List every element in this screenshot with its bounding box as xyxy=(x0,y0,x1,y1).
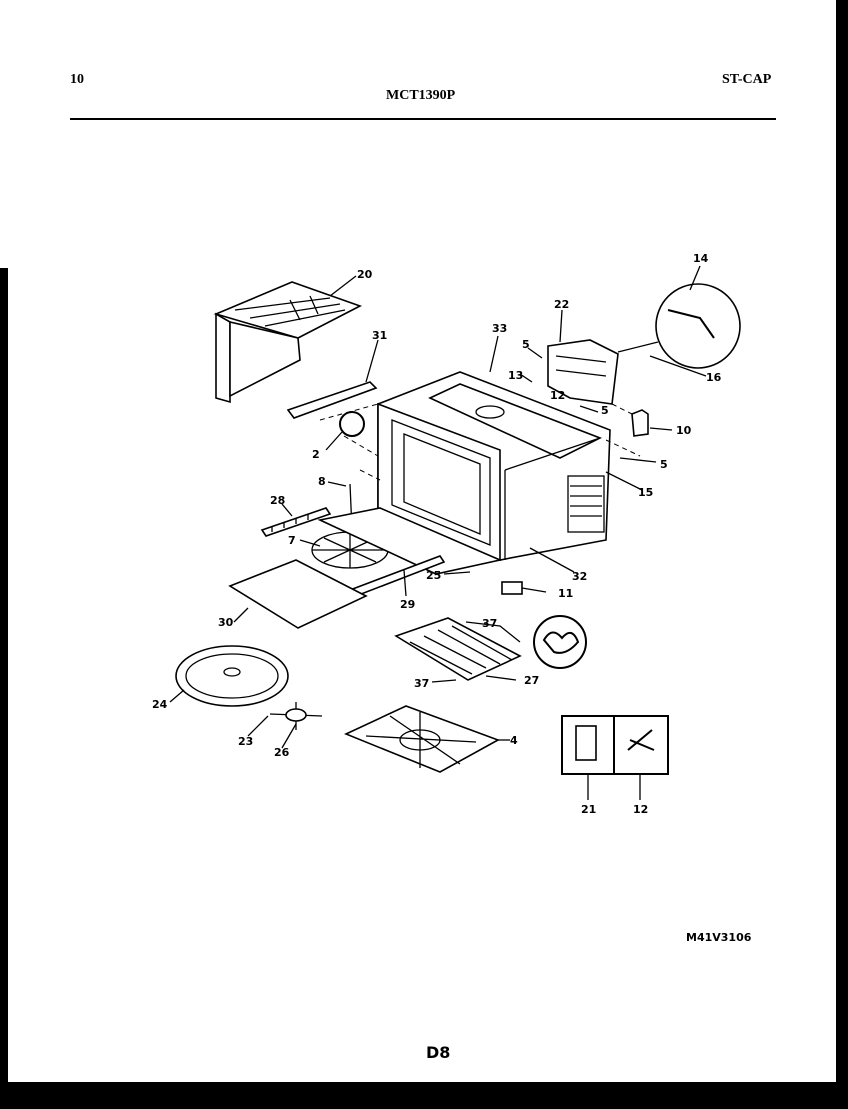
callout-7: 7 xyxy=(288,534,296,547)
callout-37a: 37 xyxy=(482,617,497,630)
callout-32: 32 xyxy=(572,570,587,583)
callout-12a: 12 xyxy=(550,389,565,402)
callout-8: 8 xyxy=(318,475,326,488)
part-outer-wrapper xyxy=(213,281,363,404)
callout-21: 21 xyxy=(581,803,596,816)
callout-22: 22 xyxy=(554,298,569,311)
callout-14: 14 xyxy=(693,252,709,265)
callout-31: 31 xyxy=(372,329,387,342)
callout-5c: 5 xyxy=(660,458,668,471)
callout-33: 33 xyxy=(492,322,507,335)
part-11-switch xyxy=(501,581,523,595)
part-30-tray xyxy=(228,559,368,629)
callout-12b: 12 xyxy=(633,803,648,816)
part-37-detail-circle xyxy=(533,615,587,669)
model-number: MCT1390P xyxy=(386,88,456,103)
callout-30: 30 xyxy=(218,616,234,629)
leader-lines xyxy=(169,265,707,800)
part-14-wire xyxy=(667,309,715,339)
part-4-tray xyxy=(343,705,500,773)
page-code: D8 xyxy=(426,1043,451,1062)
diagram-code: M41V3106 xyxy=(686,931,752,944)
header-rule xyxy=(70,118,776,120)
callout-4: 4 xyxy=(510,734,518,747)
callout-28a: 28 xyxy=(270,494,285,507)
callout-labels: 20 31 33 14 22 5 13 12 5 16 10 5 15 2 8 … xyxy=(152,252,722,816)
callout-16: 16 xyxy=(706,371,722,384)
callout-27: 27 xyxy=(524,674,539,687)
callout-29: 29 xyxy=(400,598,415,611)
page-number: 10 xyxy=(70,72,84,87)
part-cabinet xyxy=(377,371,611,562)
part-24-turntable xyxy=(175,645,289,707)
part-10-clip xyxy=(631,409,649,437)
callout-23: 23 xyxy=(238,735,253,748)
callout-11: 11 xyxy=(558,587,573,600)
part-base-plate xyxy=(317,507,503,575)
callout-24: 24 xyxy=(152,698,168,711)
part-2-detail-circle xyxy=(339,411,365,437)
scan-border-bottom xyxy=(0,1082,848,1109)
callout-26: 26 xyxy=(274,746,290,759)
scan-border-left xyxy=(0,268,8,1109)
part-27-rack xyxy=(394,617,522,681)
callout-13: 13 xyxy=(508,369,523,382)
part-23-roller xyxy=(269,702,323,730)
callout-5b: 5 xyxy=(601,404,609,417)
inset-part-boxes xyxy=(561,715,669,775)
section-code: ST-CAP xyxy=(722,72,772,87)
callout-25: 25 xyxy=(426,569,441,582)
callout-2: 2 xyxy=(312,448,320,461)
callout-15: 15 xyxy=(638,486,653,499)
part-14-detail-circle xyxy=(655,283,741,369)
scan-border-right xyxy=(836,0,848,1109)
callout-5a: 5 xyxy=(522,338,530,351)
part-antenna-rod xyxy=(260,507,332,537)
callout-37b: 37 xyxy=(414,677,429,690)
callout-10: 10 xyxy=(676,424,692,437)
part-rail xyxy=(286,381,378,419)
callout-20: 20 xyxy=(357,268,373,281)
